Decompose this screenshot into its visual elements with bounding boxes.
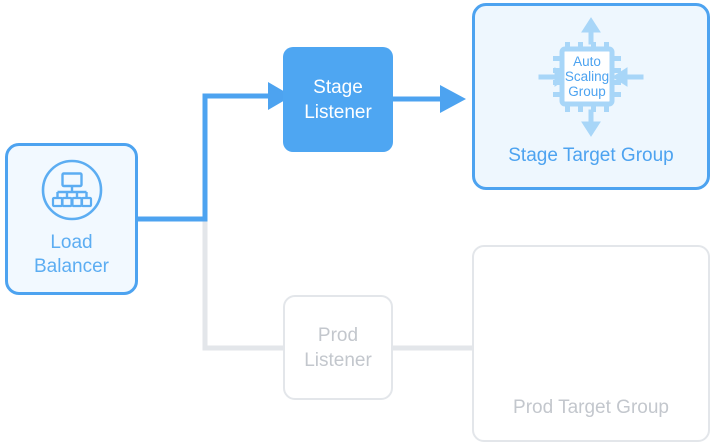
node-prod-listener[interactable]: Prod Listener — [283, 295, 393, 400]
node-load-balancer[interactable]: Load Balancer — [5, 143, 138, 295]
node-stage-target-group[interactable]: Auto Scaling Group Stage Target Group — [472, 3, 710, 190]
stage-listener-label: Stage Listener — [304, 76, 372, 123]
chip-line-3: Group — [568, 84, 606, 99]
node-prod-target-group[interactable]: Prod Target Group — [472, 245, 710, 442]
edge-load-balancer-to-stage-listener — [138, 93, 273, 222]
edge-load-balancer-to-prod-listener — [138, 216, 283, 351]
chip-line-2: Scaling — [565, 69, 609, 84]
node-stage-listener[interactable]: Stage Listener — [283, 47, 393, 152]
auto-scaling-group-chip-icon: Auto Scaling Group — [527, 16, 655, 138]
prod-target-group-label: Prod Target Group — [513, 397, 669, 418]
prod-listener-label: Prod Listener — [304, 324, 372, 371]
load-balancer-hierarchy-icon — [41, 159, 103, 221]
stage-target-group-label: Stage Target Group — [508, 145, 674, 166]
arrowhead-to-stage-target-group — [440, 85, 466, 113]
chip-line-1: Auto — [573, 54, 601, 69]
load-balancer-label: Load Balancer — [34, 232, 109, 277]
